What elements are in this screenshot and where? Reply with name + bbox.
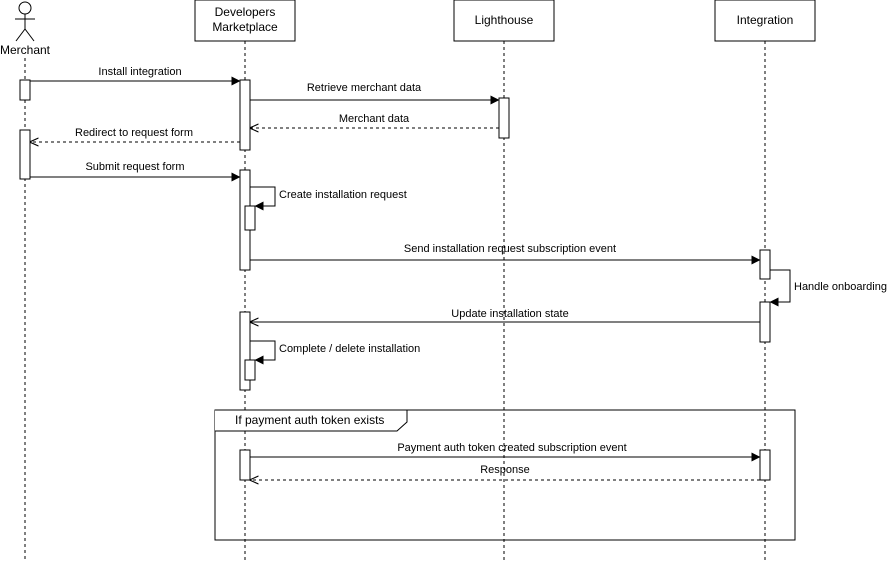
- activation-marketplace-3: [239, 311, 251, 391]
- msg-redirect-label: Redirect to request form: [75, 127, 193, 139]
- msg-submit-form-label: Submit request form: [85, 161, 184, 173]
- activation-marketplace-4: [239, 449, 251, 481]
- lighthouse-label: Lighthouse: [475, 13, 534, 27]
- msg-complete-delete-label: Complete / delete installation: [279, 343, 420, 355]
- merchant-label: Merchant: [0, 43, 51, 57]
- integration-box: [714, 0, 816, 42]
- msg-retrieve-merchant-data-label: Retrieve merchant data: [307, 82, 422, 94]
- activation-marketplace-2-self: [244, 205, 256, 231]
- msg-send-event-label: Send installation request subscription e…: [404, 243, 616, 255]
- msg-payment-token-event-label: Payment auth token created subscription …: [397, 442, 626, 454]
- marketplace-label-line1: Developers: [215, 5, 276, 19]
- activation-integration-2: [759, 301, 771, 343]
- msg-create-request-label: Create installation request: [279, 189, 407, 201]
- marketplace-label-line2: Marketplace: [212, 20, 278, 34]
- lighthouse-box: [453, 0, 555, 42]
- merchant-actor-icon: [15, 1, 35, 42]
- alt-fragment-label-box: [215, 409, 408, 432]
- activation-integration-3: [759, 449, 771, 481]
- activation-integration-1: [759, 249, 771, 280]
- msg-install-integration-label: Install integration: [98, 66, 181, 78]
- msg-merchant-data-label: Merchant data: [339, 113, 410, 125]
- alt-fragment: [214, 409, 796, 541]
- activation-marketplace-1: [239, 79, 251, 151]
- msg-create-request-self-arrow: [250, 186, 276, 211]
- msg-handle-onboarding-label: Handle onboarding: [794, 281, 887, 293]
- activation-merchant-1: [19, 79, 31, 101]
- integration-label: Integration: [737, 13, 794, 27]
- activation-marketplace-3-self: [244, 359, 256, 381]
- activation-merchant-2: [19, 129, 31, 180]
- alt-fragment-label: If payment auth token exists: [235, 413, 384, 427]
- activation-lighthouse-1: [498, 97, 510, 139]
- marketplace-box: [194, 0, 296, 42]
- msg-handle-onboarding-self-arrow: [769, 269, 791, 307]
- msg-update-state-label: Update installation state: [451, 308, 568, 320]
- msg-response-label: Response: [480, 464, 530, 476]
- msg-complete-delete-self-arrow: [250, 340, 276, 365]
